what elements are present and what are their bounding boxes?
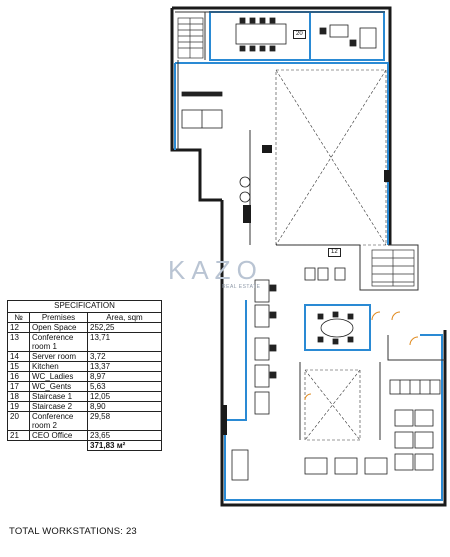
row-number: 14: [7, 351, 30, 362]
kazo-watermark: KAZO: [168, 255, 263, 285]
total-area: 371,83 м²: [87, 440, 162, 451]
row-premises: Staircase 1: [29, 391, 88, 402]
exterior-walls: [170, 6, 447, 507]
row-area: 12,05: [87, 391, 162, 402]
workstations-west: [181, 91, 277, 415]
staircase-1: [177, 17, 204, 59]
row-premises: Conference room 1: [29, 332, 88, 352]
row-premises: Open Space: [29, 322, 88, 333]
row-premises: WC_Gents: [29, 381, 88, 392]
open-space-tag: 12: [328, 248, 341, 257]
row-area: 252,25: [87, 322, 162, 333]
row-area: 29,58: [87, 411, 162, 431]
row-area: 8,90: [87, 401, 162, 412]
ceo-office-furniture: [319, 24, 377, 49]
row-number: 21: [7, 430, 30, 441]
kazo-watermark-subtitle: REAL ESTATE: [222, 284, 261, 290]
row-number: 13: [7, 332, 30, 352]
row-premises: Kitchen: [29, 361, 88, 372]
specification-title: SPECIFICATION: [7, 300, 162, 313]
open-space-cross: [275, 69, 387, 441]
workstations-south-east: [231, 409, 434, 481]
total-workstations: TOTAL WORKSTATIONS: 23: [9, 526, 137, 537]
total-spacer: [7, 440, 88, 451]
row-number: 18: [7, 391, 30, 402]
row-area: 5,63: [87, 381, 162, 392]
row-number: 16: [7, 371, 30, 382]
row-number: 17: [7, 381, 30, 392]
row-premises: WC_Ladies: [29, 371, 88, 382]
doors: [304, 311, 419, 401]
header-number: №: [7, 312, 30, 323]
column-blocks: [222, 145, 389, 435]
row-area: 13,71: [87, 332, 162, 352]
row-number: 15: [7, 361, 30, 372]
row-area: 13,37: [87, 361, 162, 372]
row-number: 12: [7, 322, 30, 333]
header-area: Area, sqm: [87, 312, 162, 323]
interior-walls: [175, 11, 445, 440]
row-number: 20: [7, 411, 30, 431]
conference-room-2-furniture: [235, 17, 287, 52]
row-premises: Conference room 2: [29, 411, 88, 431]
conference-room-1-furniture: [317, 311, 354, 345]
row-area: 3,72: [87, 351, 162, 362]
row-premises: CEO Office: [29, 430, 88, 441]
row-number: 19: [7, 401, 30, 412]
kitchen-furniture: [389, 379, 441, 395]
row-area: 8,97: [87, 371, 162, 382]
row-area: 23,65: [87, 430, 162, 441]
conference-room-2-tag: 20: [293, 30, 306, 39]
lounge-seating: [239, 176, 346, 281]
row-premises: Staircase 2: [29, 401, 88, 412]
row-premises: Server room: [29, 351, 88, 362]
staircase-2: [371, 249, 415, 287]
header-premises: Premises: [29, 312, 88, 323]
leased-area-outline: [174, 11, 443, 501]
